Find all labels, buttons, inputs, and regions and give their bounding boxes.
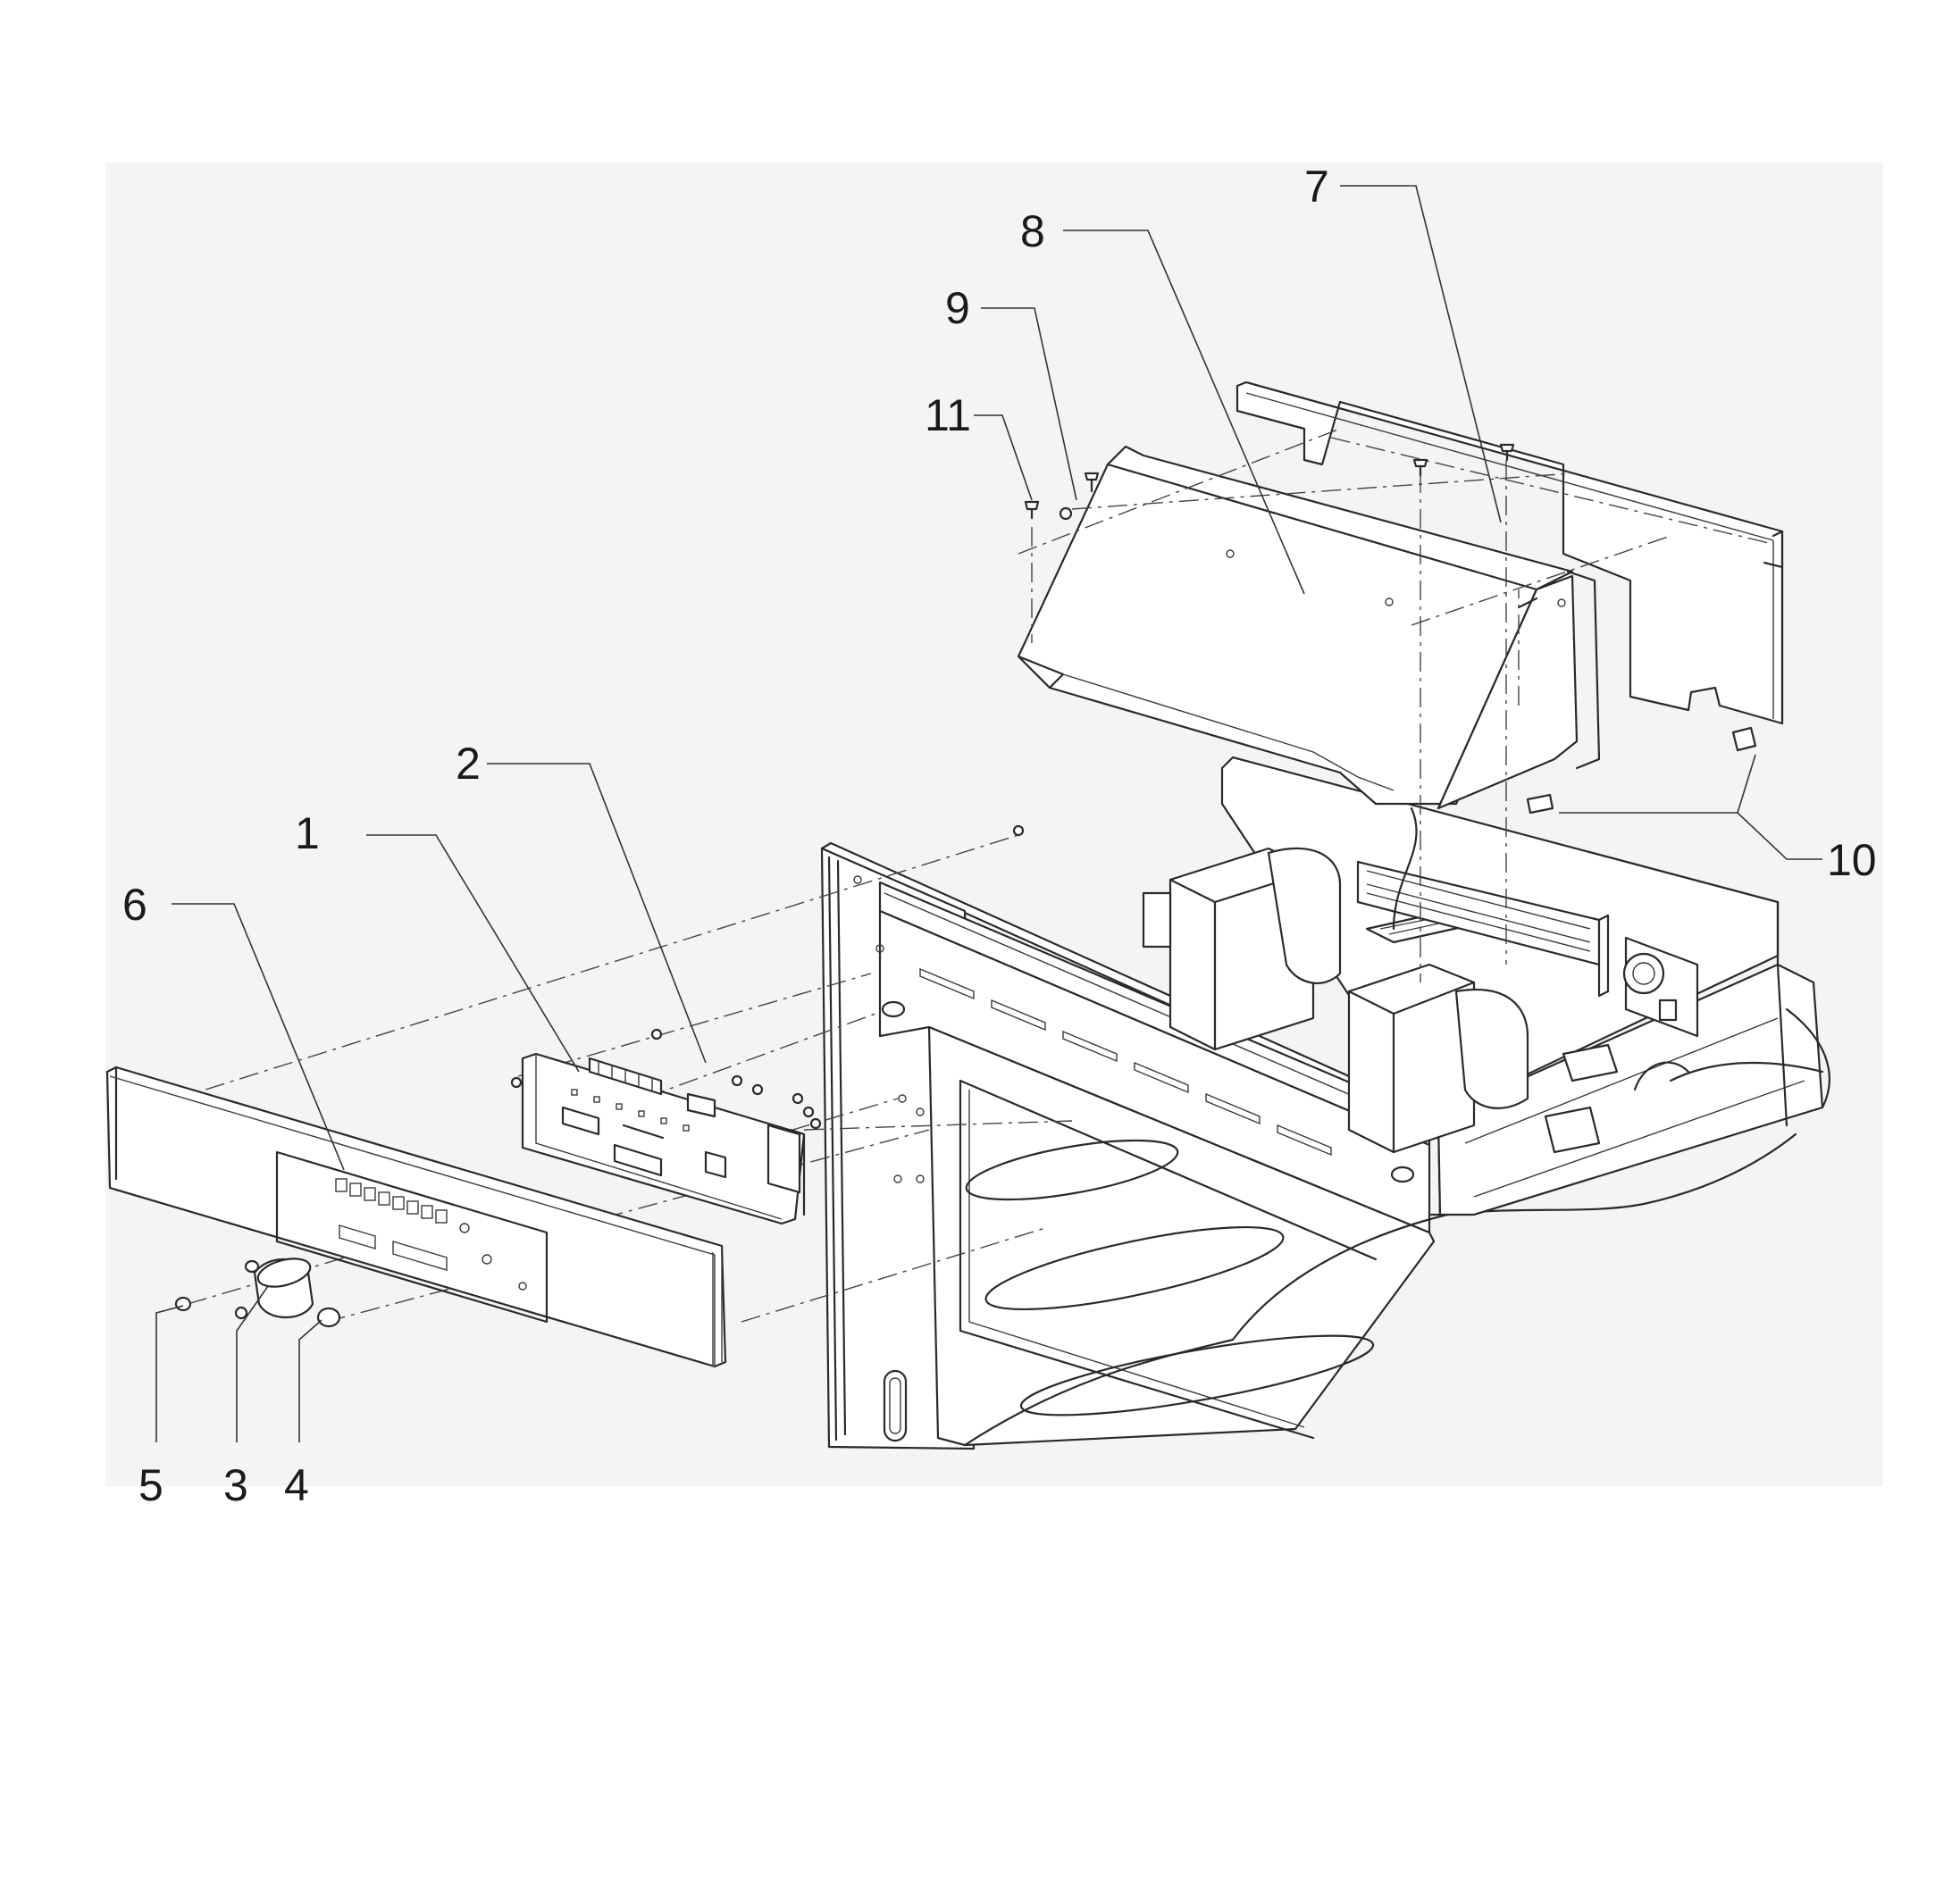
- oven-body: [820, 841, 1797, 1450]
- back-panel-7: [1235, 380, 1784, 725]
- callout-7: 7: [1304, 162, 1329, 212]
- clips-10: [1526, 726, 1757, 815]
- callout-4: 4: [284, 1460, 309, 1510]
- callout-5: 5: [138, 1460, 163, 1510]
- callouts: 1 2 3 4 5 6 7 8 9 10 11: [122, 162, 1877, 1510]
- screws: [1012, 443, 1515, 837]
- callout-8: 8: [1020, 206, 1045, 256]
- top-cover-8: [1017, 445, 1601, 810]
- callout-10: 10: [1827, 835, 1877, 885]
- callout-6: 6: [122, 880, 147, 930]
- control-pcb-1: [521, 1052, 806, 1297]
- knob-3: [234, 1258, 314, 1320]
- screw-11-icon: [1024, 500, 1040, 520]
- leader-lines: [155, 185, 1822, 1442]
- callout-9: 9: [945, 283, 970, 333]
- oven-chassis: [1142, 756, 1830, 1216]
- pcb-screws-2: [510, 1028, 822, 1130]
- callout-11: 11: [925, 390, 971, 440]
- callout-1: 1: [295, 808, 320, 858]
- callout-3: 3: [223, 1460, 248, 1510]
- button-4: [316, 1307, 341, 1328]
- callout-2: 2: [456, 739, 481, 789]
- screw-9-icon: [1084, 472, 1100, 493]
- control-panel-6: [105, 1065, 727, 1368]
